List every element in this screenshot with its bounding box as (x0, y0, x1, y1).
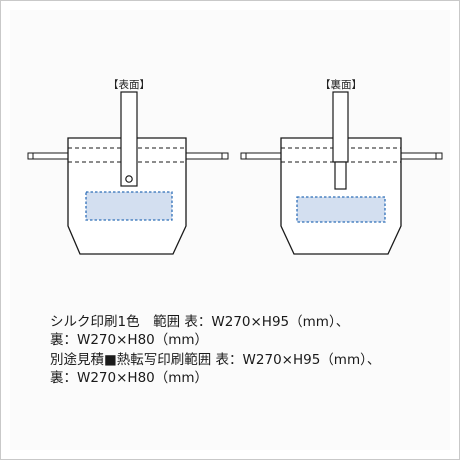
silk-print-spec: シルク印刷1色 範囲 表：W270×H95（mm）、 裏：W270×H80（mm… (50, 313, 349, 349)
front-cord-left (27, 152, 69, 160)
transfer-print-spec: 別途見積■熱転写印刷範囲 表：W270×H95（mm）、 裏：W270×H80（… (50, 351, 380, 387)
back-handle-strap (332, 91, 349, 163)
back-bag-body (280, 137, 402, 255)
back-print-area (296, 196, 386, 223)
silk-spec-line2: 裏：W270×H80（mm） (50, 332, 209, 348)
back-cord-left (240, 152, 282, 160)
back-view-label: 【裏面】 (320, 79, 362, 91)
front-bag (27, 91, 229, 255)
transfer-spec-line1: 別途見積■熱転写印刷範囲 表：W270×H95（mm）、 (50, 352, 381, 368)
silk-spec-line1: シルク印刷1色 範囲 表：W270×H95（mm）、 (50, 314, 350, 330)
front-view-label: 【表面】 (108, 79, 150, 91)
front-print-area (85, 191, 173, 221)
front-snap-button (125, 175, 133, 183)
back-strap-tab (334, 161, 347, 190)
transfer-spec-line2: 裏：W270×H80（mm） (50, 370, 209, 386)
front-handle-strap (120, 91, 138, 187)
back-bag (240, 91, 443, 255)
